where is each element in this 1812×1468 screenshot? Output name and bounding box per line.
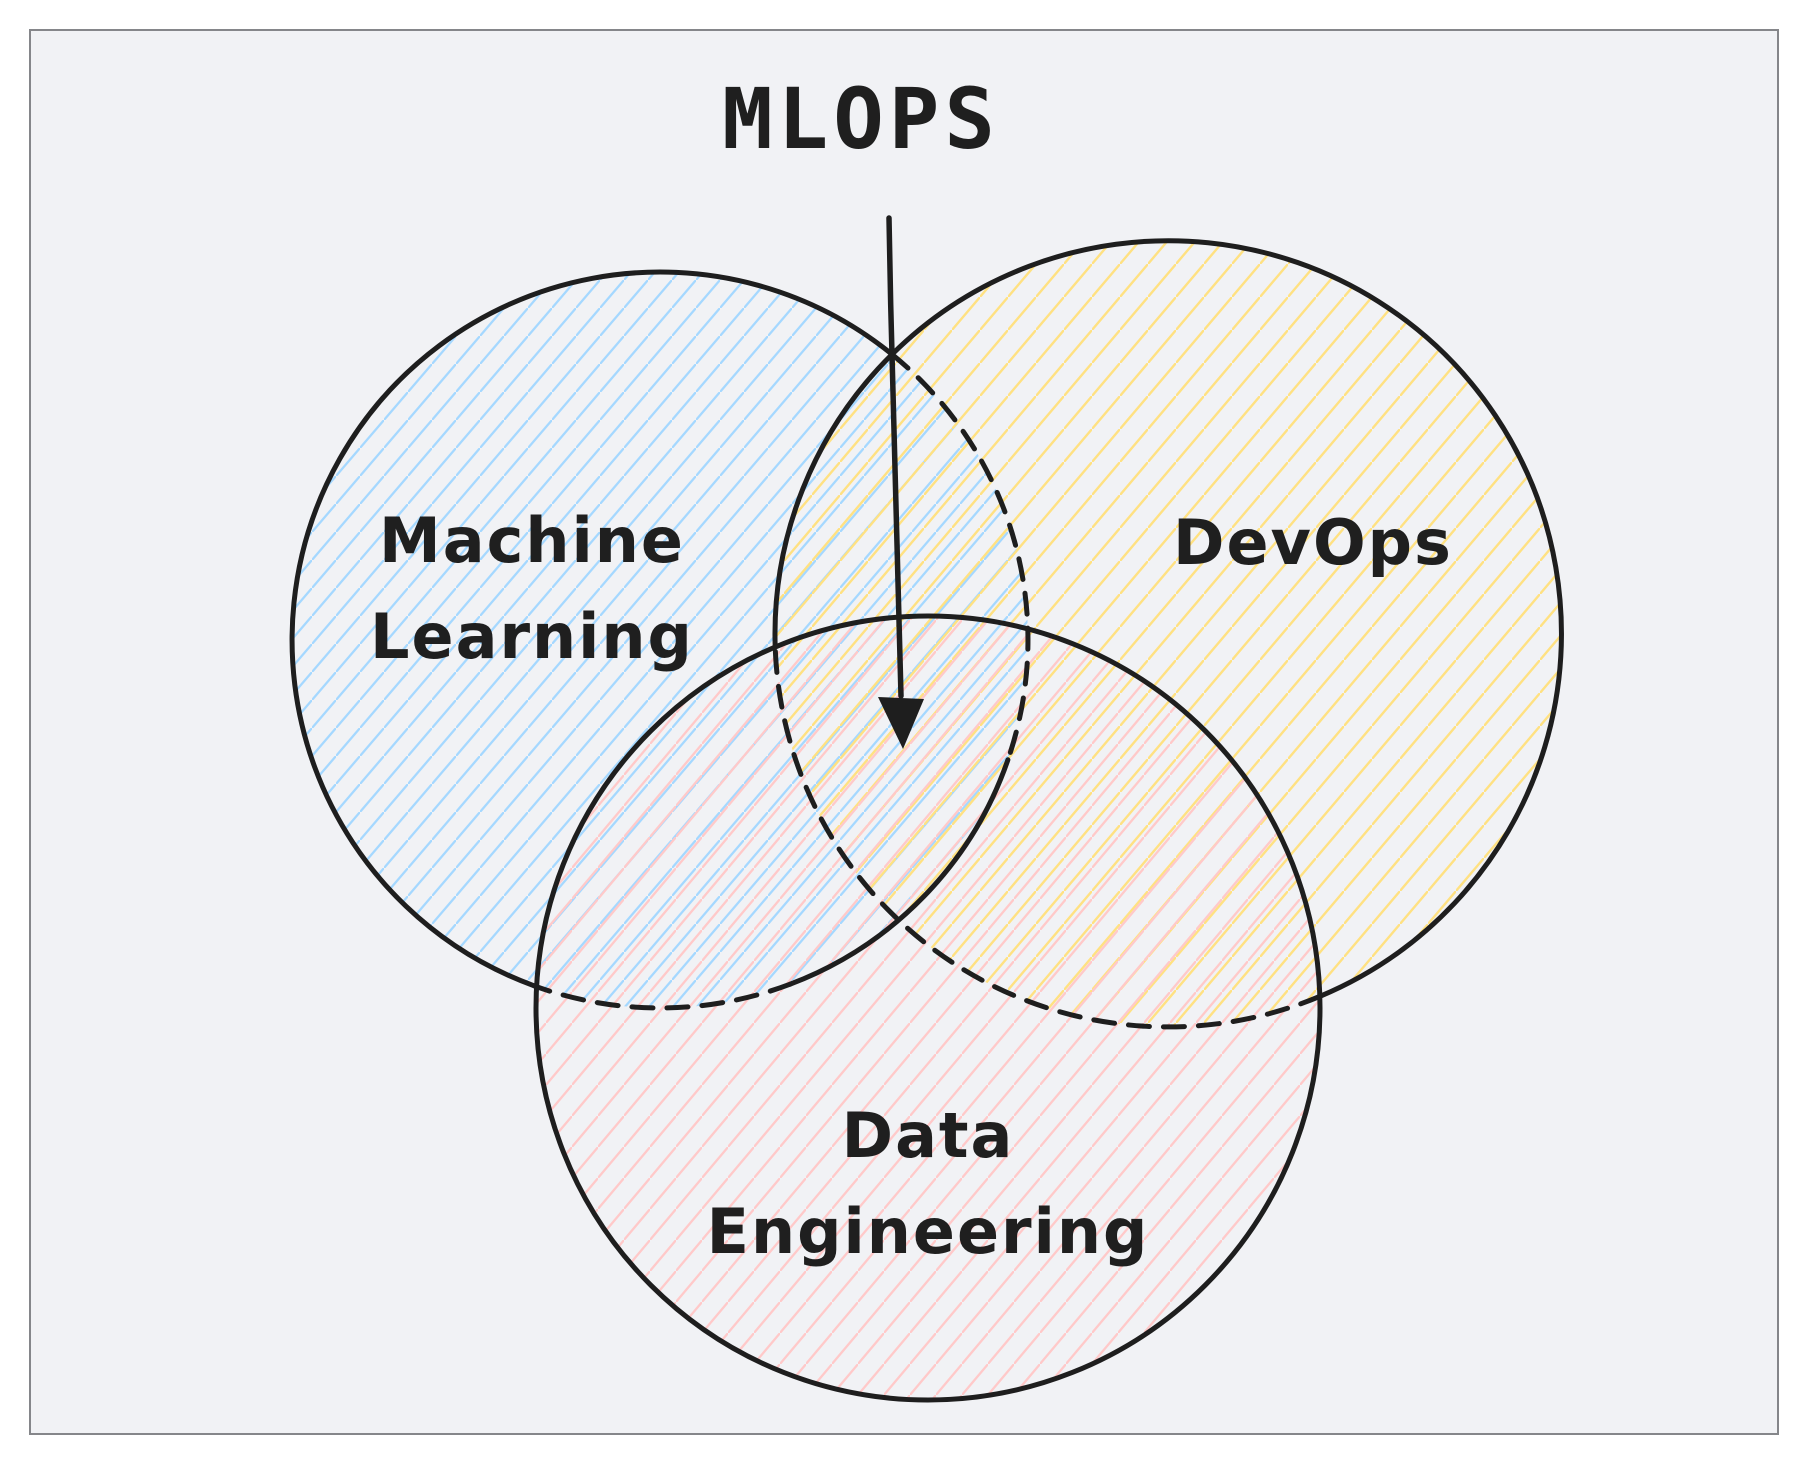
arrow-head bbox=[878, 697, 924, 749]
ml-circle bbox=[289, 269, 1031, 1011]
arrow-down-icon bbox=[878, 215, 924, 749]
ml-label-line2: Learning bbox=[370, 600, 694, 673]
devops-arc-solid-main bbox=[889, 238, 1564, 999]
data-eng-circle bbox=[533, 613, 1323, 1403]
data-eng-label: Data Engineering bbox=[707, 1088, 1150, 1280]
ml-arc-solid-lower bbox=[787, 757, 1011, 987]
ml-arc-dashed-right bbox=[889, 351, 1031, 763]
devops-label: DevOps bbox=[1173, 506, 1453, 579]
devops-circle bbox=[772, 238, 1564, 1030]
data-eng-label-line2: Engineering bbox=[706, 1195, 1150, 1268]
ml-label: Machine Learning bbox=[370, 493, 694, 685]
diagram-title: MLOPS bbox=[722, 70, 1000, 168]
devops-arc-dashed-bottom bbox=[772, 644, 1323, 1030]
data-eng-circle-fill bbox=[536, 616, 1320, 1400]
ml-arc-solid-main bbox=[289, 269, 895, 989]
data-eng-label-line1: Data bbox=[841, 1099, 1015, 1172]
devops-arc-solid-left bbox=[772, 351, 895, 650]
ml-label-line1: Machine bbox=[379, 504, 685, 577]
ml-arc-dashed-bottom bbox=[531, 981, 793, 1011]
arrow-shaft bbox=[886, 215, 904, 699]
